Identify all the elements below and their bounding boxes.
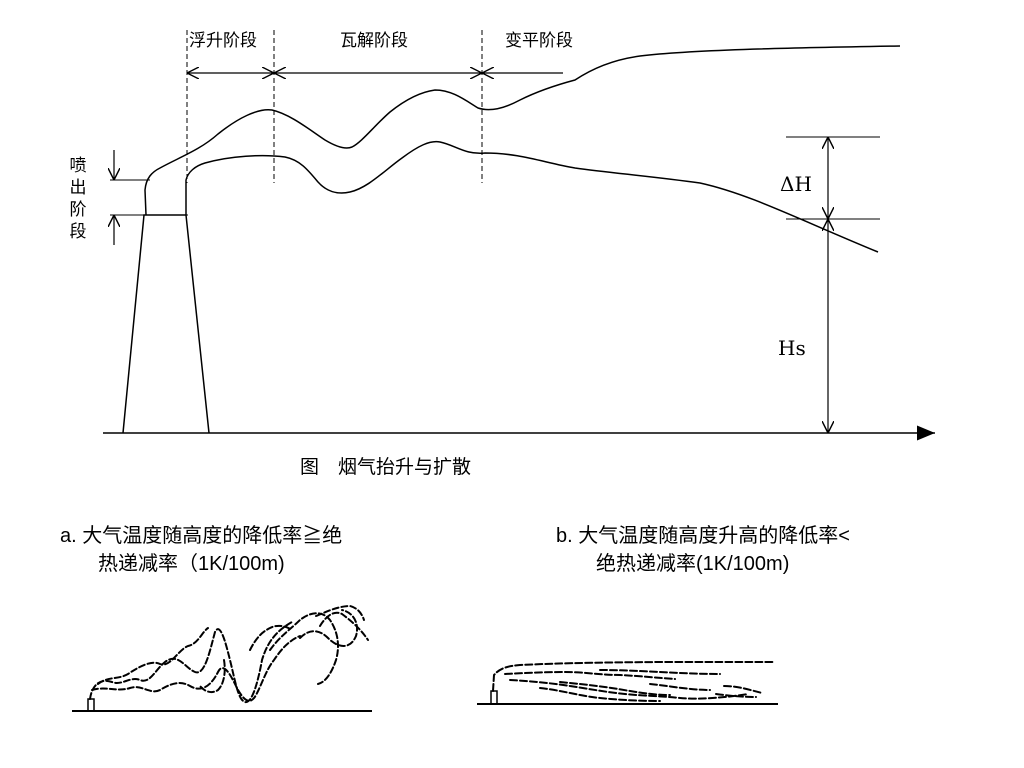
case-a-line-2: 热递减率（1K/100m): [98, 553, 285, 575]
case-a-text: a. 大气温度随高度的降低率≧绝 热递减率（1K/100m): [60, 522, 342, 578]
stage-label-jet-char-4: 段: [69, 222, 87, 242]
stage-label-breakup: 瓦解阶段: [340, 31, 408, 51]
case-b-line-2: 绝热递减率(1K/100m): [596, 553, 790, 575]
stage-label-jet-char-1: 喷: [69, 156, 87, 176]
stack-a: [87, 698, 95, 712]
case-b-line-1: b. 大气温度随高度升高的降低率<: [556, 525, 850, 547]
stage-label-jet-char-3: 阶: [69, 200, 87, 220]
case-b-text: b. 大气温度随高度升高的降低率< 绝热递减率(1K/100m): [556, 522, 850, 578]
delta-h-label: ΔH: [780, 172, 812, 196]
stack-b: [490, 690, 498, 705]
coning-plume: [492, 660, 775, 702]
stack-height-label: Hs: [778, 336, 806, 360]
case-a-line-1: a. 大气温度随高度的降低率≧绝: [60, 525, 343, 547]
stage-label-leveling: 变平阶段: [505, 31, 573, 51]
stage-label-buoyant-rise: 浮升阶段: [189, 31, 257, 51]
plume-lower-boundary: [185, 140, 879, 253]
looping-plume: [89, 604, 369, 703]
stage-label-jet-char-2: 出: [69, 178, 87, 198]
plume-upper-boundary: [144, 45, 901, 216]
chimney-stack: [122, 214, 210, 434]
figure-caption: 图 烟气抬升与扩散: [300, 456, 472, 478]
